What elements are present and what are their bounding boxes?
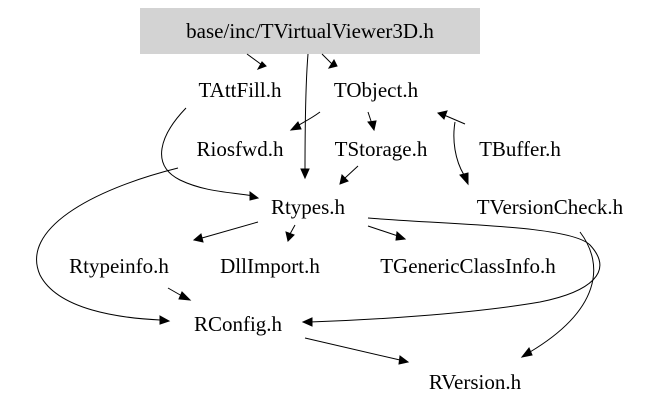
arrowhead-tversioncheck-rversion: [520, 347, 533, 358]
arrowhead-rtypes-tgenericclassinfo: [395, 231, 407, 241]
nodes: base/inc/TVirtualViewer3D.h TAttFill.h T…: [69, 19, 624, 394]
node-root: base/inc/TVirtualViewer3D.h: [186, 19, 434, 43]
arrowhead-root-rtypes: [300, 168, 310, 180]
arrowhead-root-tobject: [327, 58, 338, 69]
edge-rtypes-tgenericclassinfo: [367, 225, 399, 237]
edge-root-rtypes: [304, 53, 309, 173]
node-tversioncheck: TVersionCheck.h: [477, 195, 624, 219]
edge-rtypes-dllimport: [289, 224, 296, 235]
arrowhead-rtypes-dllimport: [285, 231, 295, 242]
edge-root-tattfill: [246, 53, 263, 66]
arrowhead-riosfwd-rconfig: [159, 315, 171, 325]
edge-rtypes-rtypeinfo: [201, 221, 259, 239]
node-dllimport: DllImport.h: [220, 254, 320, 278]
arrowhead-tobject-riosfwd: [289, 121, 302, 131]
edge-tobject-riosfwd: [296, 111, 321, 127]
arrowhead-tobject-tstorage: [367, 120, 377, 132]
edge-tversioncheck-rversion: [529, 231, 595, 353]
node-tbuffer: TBuffer.h: [479, 137, 561, 161]
edge-tattfill-rtypes: [161, 107, 254, 197]
root-node-box: [140, 8, 480, 54]
edge-tbuffer-tobject: [443, 114, 466, 125]
arrowhead-tbuffer-tobject: [437, 110, 448, 120]
edge-root-tobject: [321, 53, 333, 65]
arrowhead-tobject-tversioncheck: [459, 172, 469, 186]
edge-rtypeinfo-rconfig: [167, 287, 183, 297]
node-rtypes: Rtypes.h: [271, 195, 346, 219]
node-rconfig: RConfig.h: [194, 312, 283, 336]
arrowhead-tstorage-rtypes: [339, 174, 349, 185]
node-tgenericclassinfo: TGenericClassInfo.h: [380, 254, 556, 278]
arrowhead-rtypes-rconfig: [301, 317, 313, 327]
node-tobject: TObject.h: [334, 78, 419, 102]
edges: [36, 53, 601, 365]
node-tattfill: TAttFill.h: [199, 78, 282, 102]
node-rtypeinfo: Rtypeinfo.h: [69, 254, 169, 278]
arrowhead-rconfig-rversion: [398, 355, 410, 365]
arrowhead-rtypeinfo-rconfig: [178, 291, 192, 301]
node-rversion: RVersion.h: [429, 370, 522, 394]
arrowhead-tattfill-rtypes: [249, 191, 260, 201]
edge-riosfwd-rconfig: [36, 167, 179, 321]
edge-tobject-tversioncheck: [453, 121, 465, 176]
arrowhead-rtypes-rtypeinfo: [192, 233, 204, 243]
arrowhead-root-tattfill: [256, 61, 267, 70]
node-riosfwd: Riosfwd.h: [197, 137, 284, 161]
edge-rconfig-rversion: [304, 337, 401, 361]
edge-tstorage-rtypes: [344, 165, 359, 179]
node-tstorage: TStorage.h: [335, 137, 428, 161]
